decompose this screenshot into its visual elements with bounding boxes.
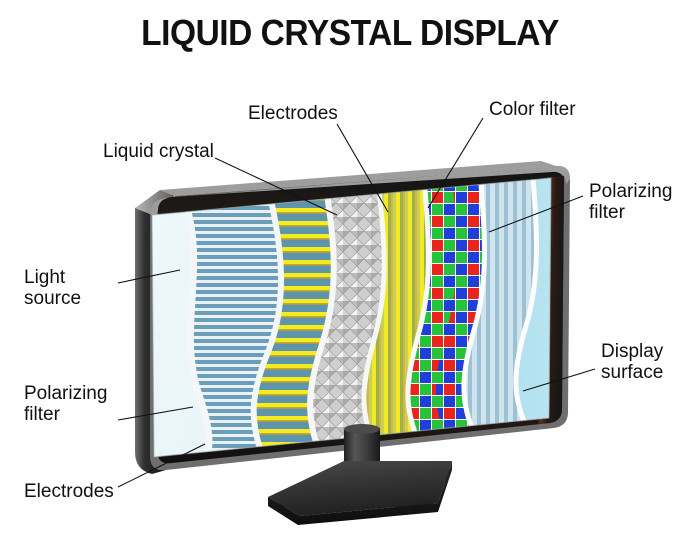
monitor-left-side-face — [135, 208, 166, 474]
polarizing-right-label: Polarizing filter — [589, 181, 673, 224]
layer-polarizing-filter-2-edge — [461, 178, 487, 429]
leader-color-filter — [427, 117, 484, 209]
monitor-left-top-chamfer — [135, 190, 175, 214]
monitor-base — [268, 461, 452, 516]
layer-electrodes-2 — [363, 178, 429, 441]
layer-polarizing-filter-1 — [186, 196, 282, 457]
layer-polarizing-filter-2 — [463, 178, 537, 428]
screen-outline — [151, 177, 552, 458]
leader-polarizing-left — [117, 406, 194, 421]
monitor-top-bezel — [160, 161, 556, 196]
leader-electrodes-bottom — [117, 443, 206, 488]
leader-display-surface — [522, 368, 596, 392]
liquid-crystal-label: Liquid crystal — [103, 141, 214, 162]
layer-electrodes-1-edge — [250, 195, 285, 456]
monitor-body — [135, 161, 570, 525]
electrodes-bottom-label: Electrodes — [24, 481, 114, 502]
polarizing-left-label: Polarizing filter — [24, 383, 108, 426]
leader-liquid-crystal — [214, 157, 338, 216]
leader-lines — [117, 117, 596, 488]
monitor-neck-top — [344, 424, 380, 434]
leader-polarizing-right — [488, 195, 584, 233]
layer-electrodes-2-edge — [361, 180, 387, 442]
display-surface-label: Display surface — [601, 341, 664, 384]
page-title: LIQUID CRYSTAL DISPLAY — [141, 12, 559, 53]
layer-liquid-crystal — [310, 181, 385, 448]
leader-light-source — [117, 269, 181, 284]
layer-polarizing-filter-1-edge — [182, 203, 213, 457]
color-filter-label: Color filter — [489, 99, 576, 120]
light-source-label: Light source — [24, 267, 82, 310]
layer-color-filter-edge — [405, 178, 431, 436]
leader-electrodes-top — [336, 123, 389, 213]
screen-layers — [152, 178, 551, 457]
monitor-base-front-edge — [268, 461, 452, 525]
layer-electrodes-1 — [253, 188, 334, 455]
layer-color-filter-alt — [407, 178, 457, 435]
electrodes-top-label: Electrodes — [248, 103, 338, 124]
layer-liquid-crystal-edge — [307, 187, 337, 449]
layer-display-surface-edge — [513, 178, 539, 422]
